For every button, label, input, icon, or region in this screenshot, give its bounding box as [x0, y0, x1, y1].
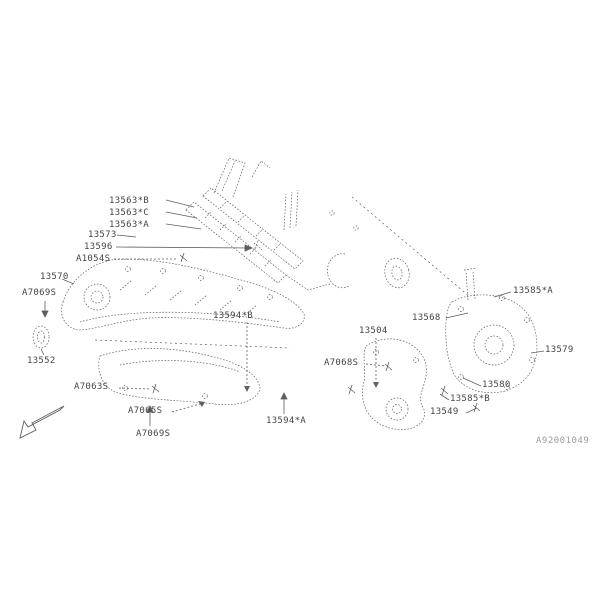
part-label-13552: 13552: [27, 356, 56, 366]
part-label-13563c: 13563*C: [109, 208, 150, 218]
part-label-a7065s: A7065S: [128, 406, 163, 416]
part-label-13568: 13568: [412, 313, 441, 323]
part-label-a7063s: A7063S: [74, 382, 109, 392]
part-label-13573: 13573: [88, 230, 117, 240]
diagram-code: A92001049: [536, 436, 590, 446]
part-label-13570: 13570: [40, 272, 69, 282]
part-label-13563b: 13563*B: [109, 196, 150, 206]
part-label-a7069s-left: A7069S: [22, 288, 57, 298]
leader-lines-dotted: [114, 258, 387, 413]
part-label-13549: 13549: [430, 407, 459, 417]
part-label-13596: 13596: [84, 242, 113, 252]
o-ring: [32, 325, 50, 349]
part-label-13579: 13579: [545, 345, 574, 355]
leader-lines-solid: [40, 199, 545, 426]
part-label-13504: 13504: [359, 326, 388, 336]
front-direction-arrow-icon: [19, 405, 65, 439]
lower-cover: [98, 348, 261, 406]
right-cover-assembly: [445, 267, 538, 394]
part-label-a7068s: A7068S: [324, 358, 359, 368]
part-label-a1054s: A1054S: [76, 254, 111, 264]
timing-rails: [185, 187, 471, 298]
part-label-13585b: 13585*B: [450, 394, 491, 404]
part-label-13594b: 13594*B: [213, 311, 254, 321]
top-bracket-assembly: [213, 157, 299, 231]
part-label-13580: 13580: [482, 380, 511, 390]
bolt-icon: [151, 252, 481, 413]
part-label-13563a: 13563*A: [109, 220, 150, 230]
left-cover-assembly: [61, 258, 305, 349]
bracket-13504: [362, 338, 427, 430]
part-label-a7069s-bottom: A7069S: [136, 429, 171, 439]
part-label-13594a: 13594*A: [266, 416, 307, 426]
part-label-13585a: 13585*A: [513, 286, 554, 296]
